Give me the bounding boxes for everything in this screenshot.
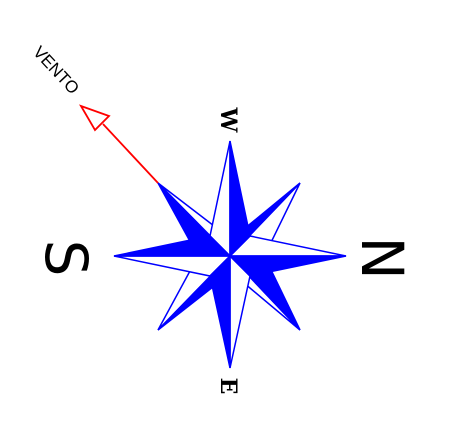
wind-arrow-head xyxy=(78,104,111,132)
west-label: W xyxy=(215,107,241,133)
wind-label: VENTO xyxy=(29,42,83,98)
compass-rose-star xyxy=(113,140,347,369)
star-point-bottom-fill xyxy=(209,254,231,369)
star-point-top-fill xyxy=(229,140,251,258)
south-label: S xyxy=(32,240,100,277)
star-point-right-fill xyxy=(228,255,347,277)
east-label: E xyxy=(215,378,241,395)
wind-arrow-shaft xyxy=(102,123,159,184)
north-label: N xyxy=(348,236,416,279)
star-point-left-fill xyxy=(113,235,232,257)
wind-arrow xyxy=(78,104,159,184)
